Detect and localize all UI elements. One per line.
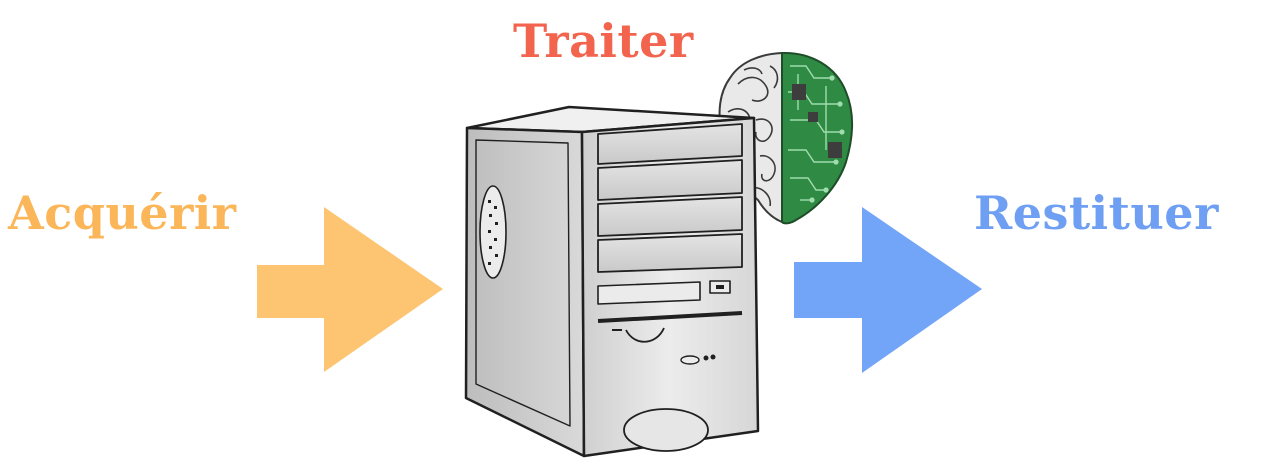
- output-arrow-icon: [794, 207, 982, 373]
- input-arrow-icon: [257, 207, 443, 372]
- computer-tower-icon: [466, 107, 758, 456]
